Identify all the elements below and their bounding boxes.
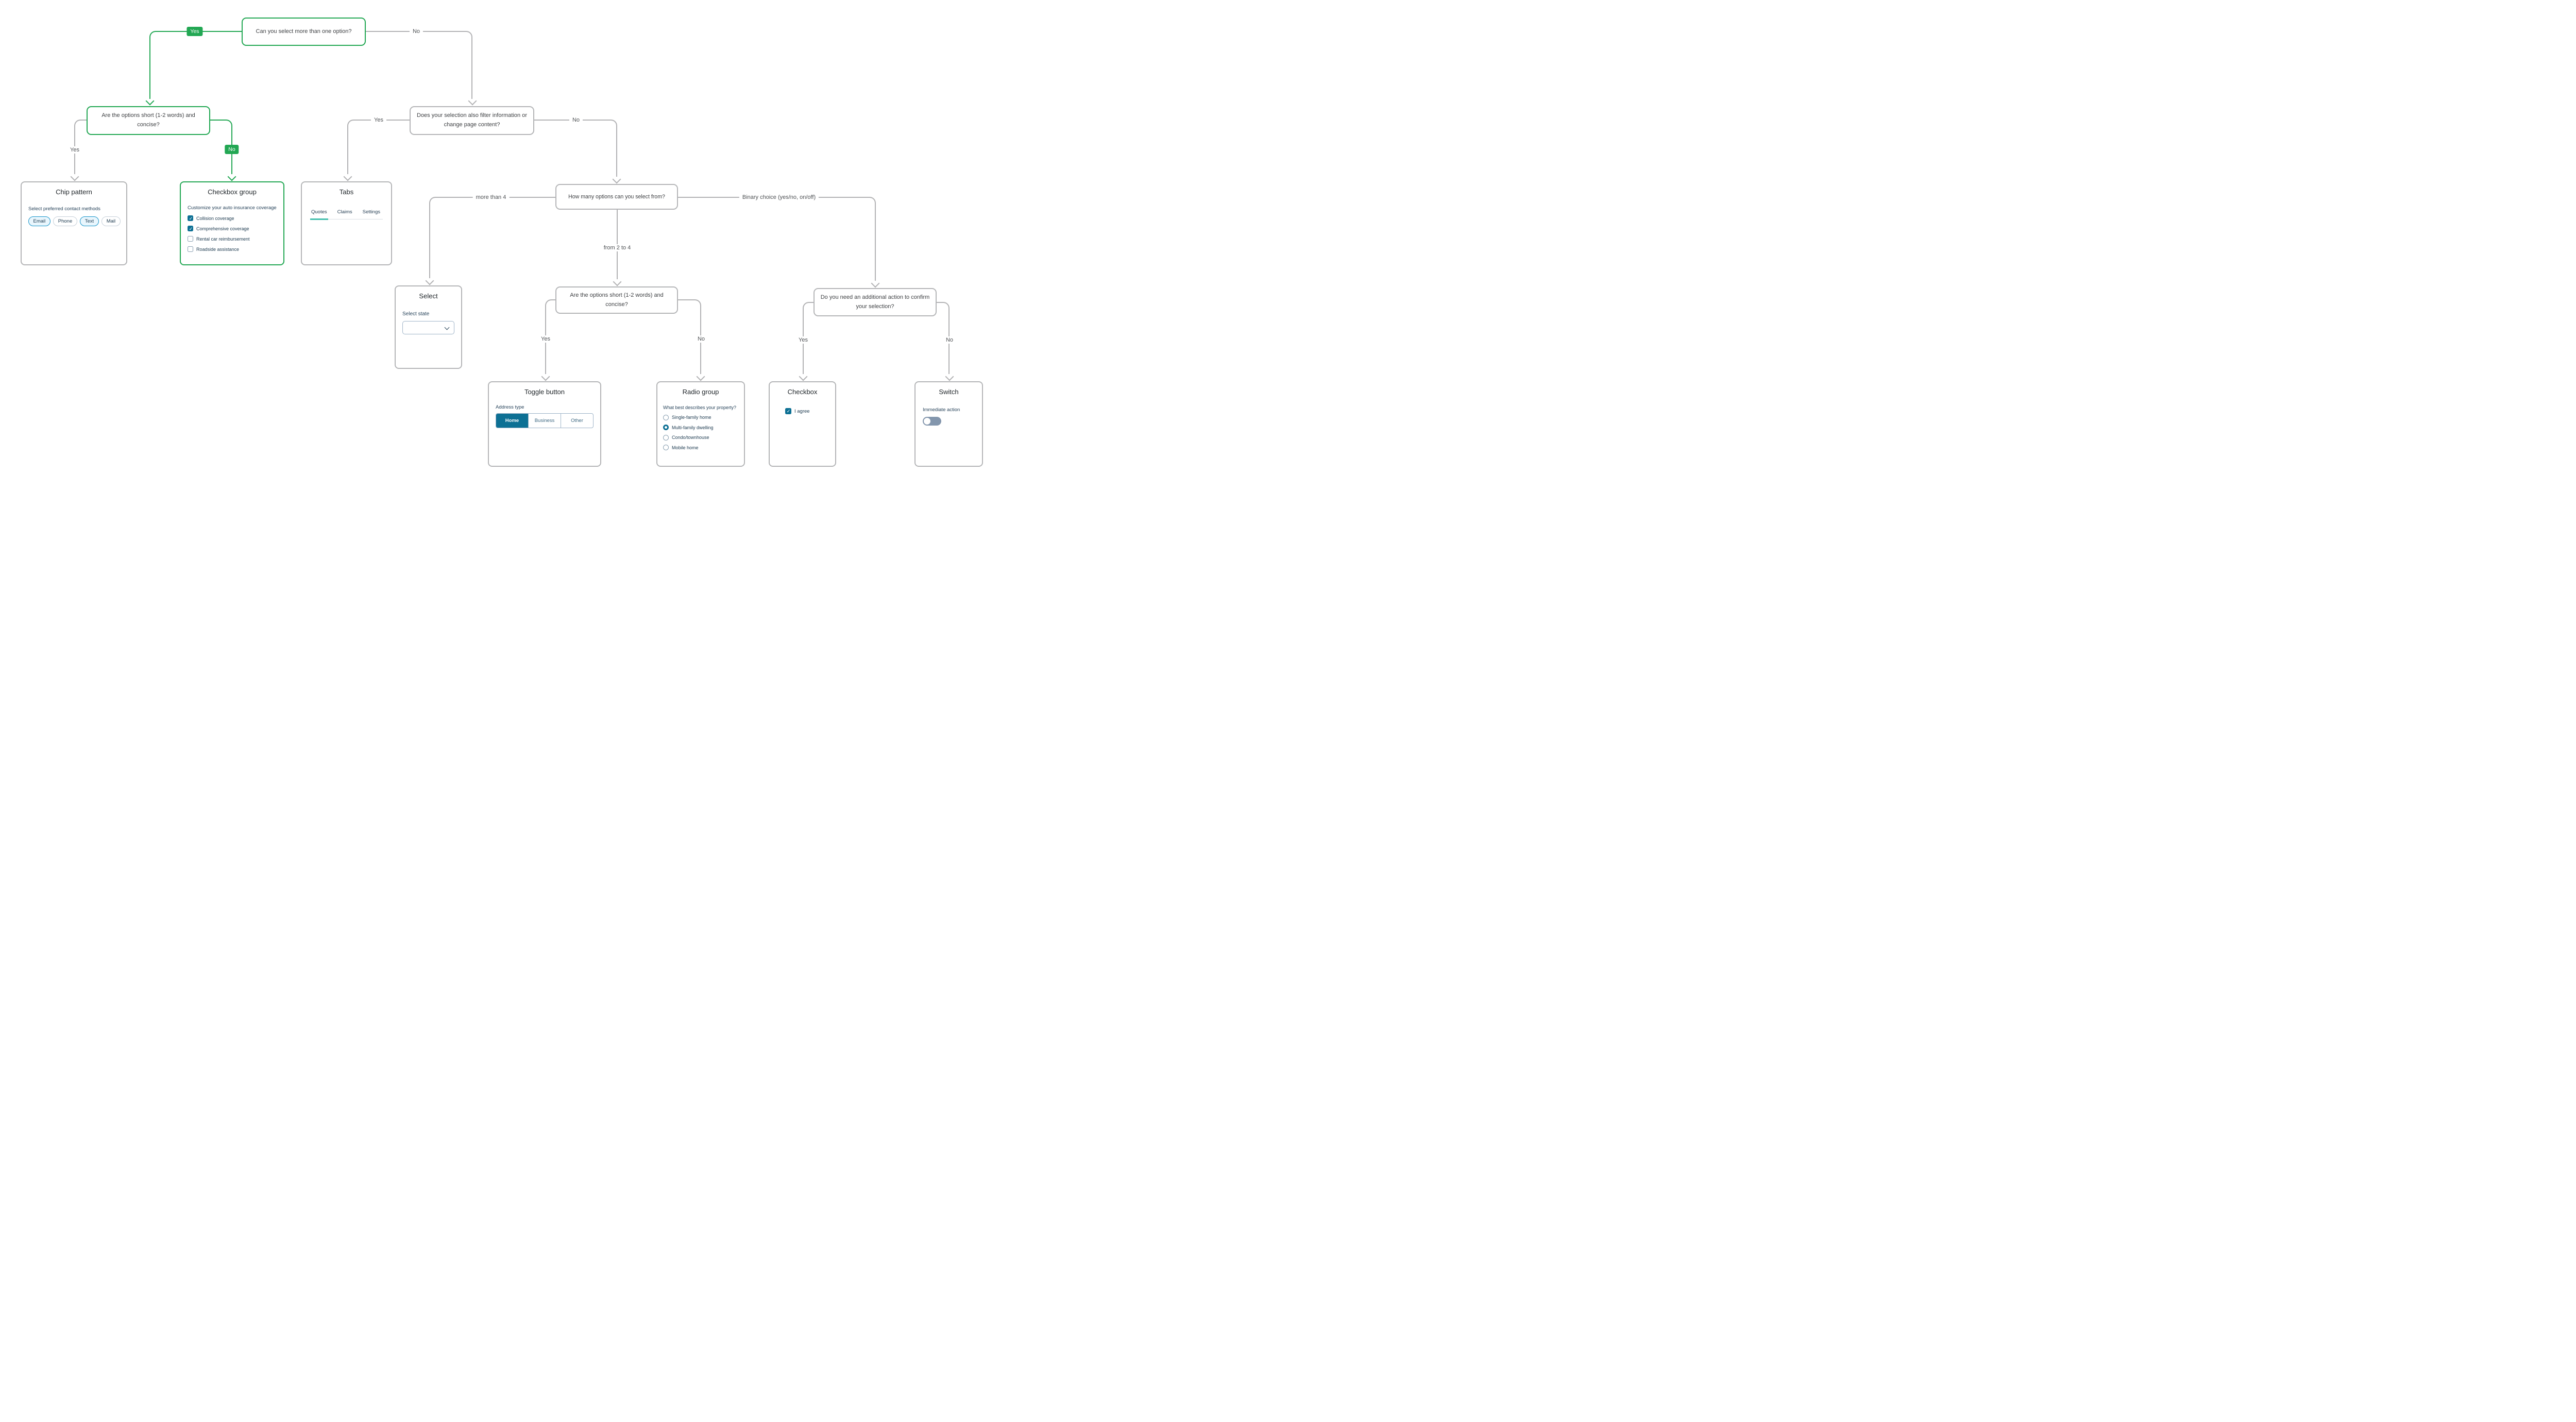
- toggle-group-label: Address type: [496, 404, 524, 410]
- radio-selected-icon[interactable]: [663, 425, 669, 430]
- decision-short-options-mid: Are the options short (1-2 words) and co…: [555, 286, 678, 314]
- chip-phone[interactable]: Phone: [53, 216, 78, 226]
- checkbox-row[interactable]: I agree: [785, 408, 835, 414]
- edge-label-yes: Yes: [371, 116, 386, 124]
- checkbox-checked-icon[interactable]: [785, 408, 791, 414]
- flowchart-canvas: Yes No Yes No Yes No more than 4 from 2 …: [0, 0, 986, 474]
- card-radio-group: Radio group What best describes your pro…: [656, 381, 745, 467]
- edge-label-from-2-to-4: from 2 to 4: [600, 244, 634, 251]
- checkbox-row[interactable]: Roadside assistance: [188, 246, 277, 252]
- decision-short-options-left: Are the options short (1-2 words) and co…: [87, 106, 210, 135]
- decision-text: Do you need an additional action to conf…: [820, 294, 930, 310]
- radio-row[interactable]: Multi-family dwelling: [663, 425, 738, 430]
- connector-binary-to-confirm: [678, 197, 876, 281]
- chip-mail[interactable]: Mail: [101, 216, 121, 226]
- card-title: Toggle button: [524, 388, 565, 396]
- checkbox-checked-icon[interactable]: [188, 226, 194, 232]
- card-chip-pattern: Chip pattern Select preferred contact me…: [21, 181, 127, 265]
- segment-business[interactable]: Business: [528, 414, 561, 428]
- card-select: Select Select state: [395, 285, 462, 369]
- select-input[interactable]: [402, 321, 454, 334]
- edge-label-no: No: [694, 335, 708, 343]
- chip-email[interactable]: Email: [28, 216, 50, 226]
- switch-toggle[interactable]: [923, 417, 941, 426]
- connector-yes-to-short-options: [149, 31, 242, 99]
- checkbox-label: Collision coverage: [196, 215, 234, 221]
- decision-confirm-action: Do you need an additional action to conf…: [814, 288, 937, 316]
- card-title: Select: [419, 292, 438, 300]
- card-title: Chip pattern: [56, 188, 92, 196]
- checkbox-label: Comprehensive coverage: [196, 226, 249, 231]
- edge-label-no: No: [569, 116, 583, 124]
- checkbox-label: I agree: [794, 408, 810, 414]
- chip-text[interactable]: Text: [80, 216, 99, 226]
- connector-no-to-filter-question: [366, 31, 472, 99]
- card-tabs: Tabs Quotes Claims Settings: [301, 181, 392, 265]
- checkbox-label: Roadside assistance: [196, 246, 240, 252]
- radio-unselected-icon[interactable]: [663, 445, 669, 450]
- radio-label: Single-family home: [672, 415, 711, 420]
- decision-filters-content: Does your selection also filter informat…: [410, 106, 534, 135]
- arrowhead-icon: [613, 277, 622, 286]
- decision-how-many-options: How many options can you select from?: [555, 184, 678, 210]
- chip-group-label: Select preferred contact methods: [28, 206, 100, 212]
- edge-label-more-than-4: more than 4: [472, 194, 510, 201]
- segment-other[interactable]: Other: [561, 414, 593, 428]
- connector-more-than-4-to-select: [429, 197, 555, 278]
- switch-label: Immediate action: [923, 407, 960, 413]
- segmented-control: Home Business Other: [496, 413, 594, 428]
- card-title: Tabs: [339, 188, 354, 196]
- switch-knob-icon: [924, 418, 930, 425]
- radio-row[interactable]: Mobile home: [663, 445, 738, 450]
- decision-multi-select: Can you select more than one option?: [242, 18, 366, 46]
- checkbox-row[interactable]: Comprehensive coverage: [188, 226, 277, 232]
- radio-row[interactable]: Single-family home: [663, 414, 738, 420]
- decision-text: Are the options short (1-2 words) and co…: [101, 112, 195, 128]
- decision-text: Does your selection also filter informat…: [417, 112, 527, 128]
- radio-unselected-icon[interactable]: [663, 434, 669, 441]
- card-checkbox-group: Checkbox group Customize your auto insur…: [180, 181, 284, 265]
- edge-label-yes: Yes: [795, 336, 811, 344]
- decision-text: How many options can you select from?: [568, 193, 665, 200]
- chip-group: Email Phone Text Mail: [28, 216, 121, 226]
- edge-badge-no: No: [225, 145, 239, 154]
- card-title: Radio group: [682, 388, 719, 396]
- edge-label-no: No: [409, 28, 423, 35]
- checkbox-row[interactable]: Rental car reimbursement: [188, 236, 277, 242]
- connector-no-to-how-many: [534, 120, 617, 177]
- edge-label-binary-choice: Binary choice (yes/no, on/off): [739, 194, 819, 201]
- radio-label: Multi-family dwelling: [672, 425, 714, 430]
- card-title: Checkbox group: [208, 188, 257, 196]
- tab-claims[interactable]: Claims: [337, 209, 352, 215]
- checkbox-unchecked-icon[interactable]: [188, 236, 193, 242]
- card-title: Checkbox: [787, 388, 818, 396]
- checkbox-group-label: Customize your auto insurance coverage: [188, 205, 277, 211]
- card-checkbox: Checkbox I agree: [769, 381, 836, 467]
- edge-label-yes: Yes: [538, 335, 553, 343]
- edge-label-no: No: [942, 336, 957, 344]
- tab-settings[interactable]: Settings: [362, 209, 380, 215]
- card-switch: Switch Immediate action: [914, 381, 983, 467]
- checkbox-checked-icon[interactable]: [188, 215, 194, 222]
- tab-bar: Quotes Claims Settings: [310, 209, 383, 220]
- connector-yes-to-tabs: [347, 120, 410, 174]
- decision-text: Can you select more than one option?: [256, 28, 352, 35]
- chevron-down-icon: [444, 325, 450, 330]
- checkbox-unchecked-icon[interactable]: [188, 246, 193, 252]
- radio-label: Mobile home: [672, 445, 699, 450]
- card-title: Switch: [939, 388, 959, 396]
- tab-quotes[interactable]: Quotes: [310, 209, 328, 220]
- radio-group-label: What best describes your property?: [663, 405, 737, 410]
- radio-unselected-icon[interactable]: [663, 414, 669, 420]
- edge-badge-yes: Yes: [187, 27, 203, 36]
- radio-label: Condo/townhouse: [672, 435, 709, 440]
- card-toggle-button: Toggle button Address type Home Business…: [488, 381, 601, 467]
- checkbox-row[interactable]: Collision coverage: [188, 215, 277, 222]
- decision-text: Are the options short (1-2 words) and co…: [570, 292, 664, 308]
- edge-label-yes: Yes: [67, 146, 82, 154]
- select-label: Select state: [402, 311, 430, 317]
- segment-home[interactable]: Home: [496, 414, 528, 428]
- checkbox-label: Rental car reimbursement: [196, 236, 250, 242]
- radio-row[interactable]: Condo/townhouse: [663, 434, 738, 441]
